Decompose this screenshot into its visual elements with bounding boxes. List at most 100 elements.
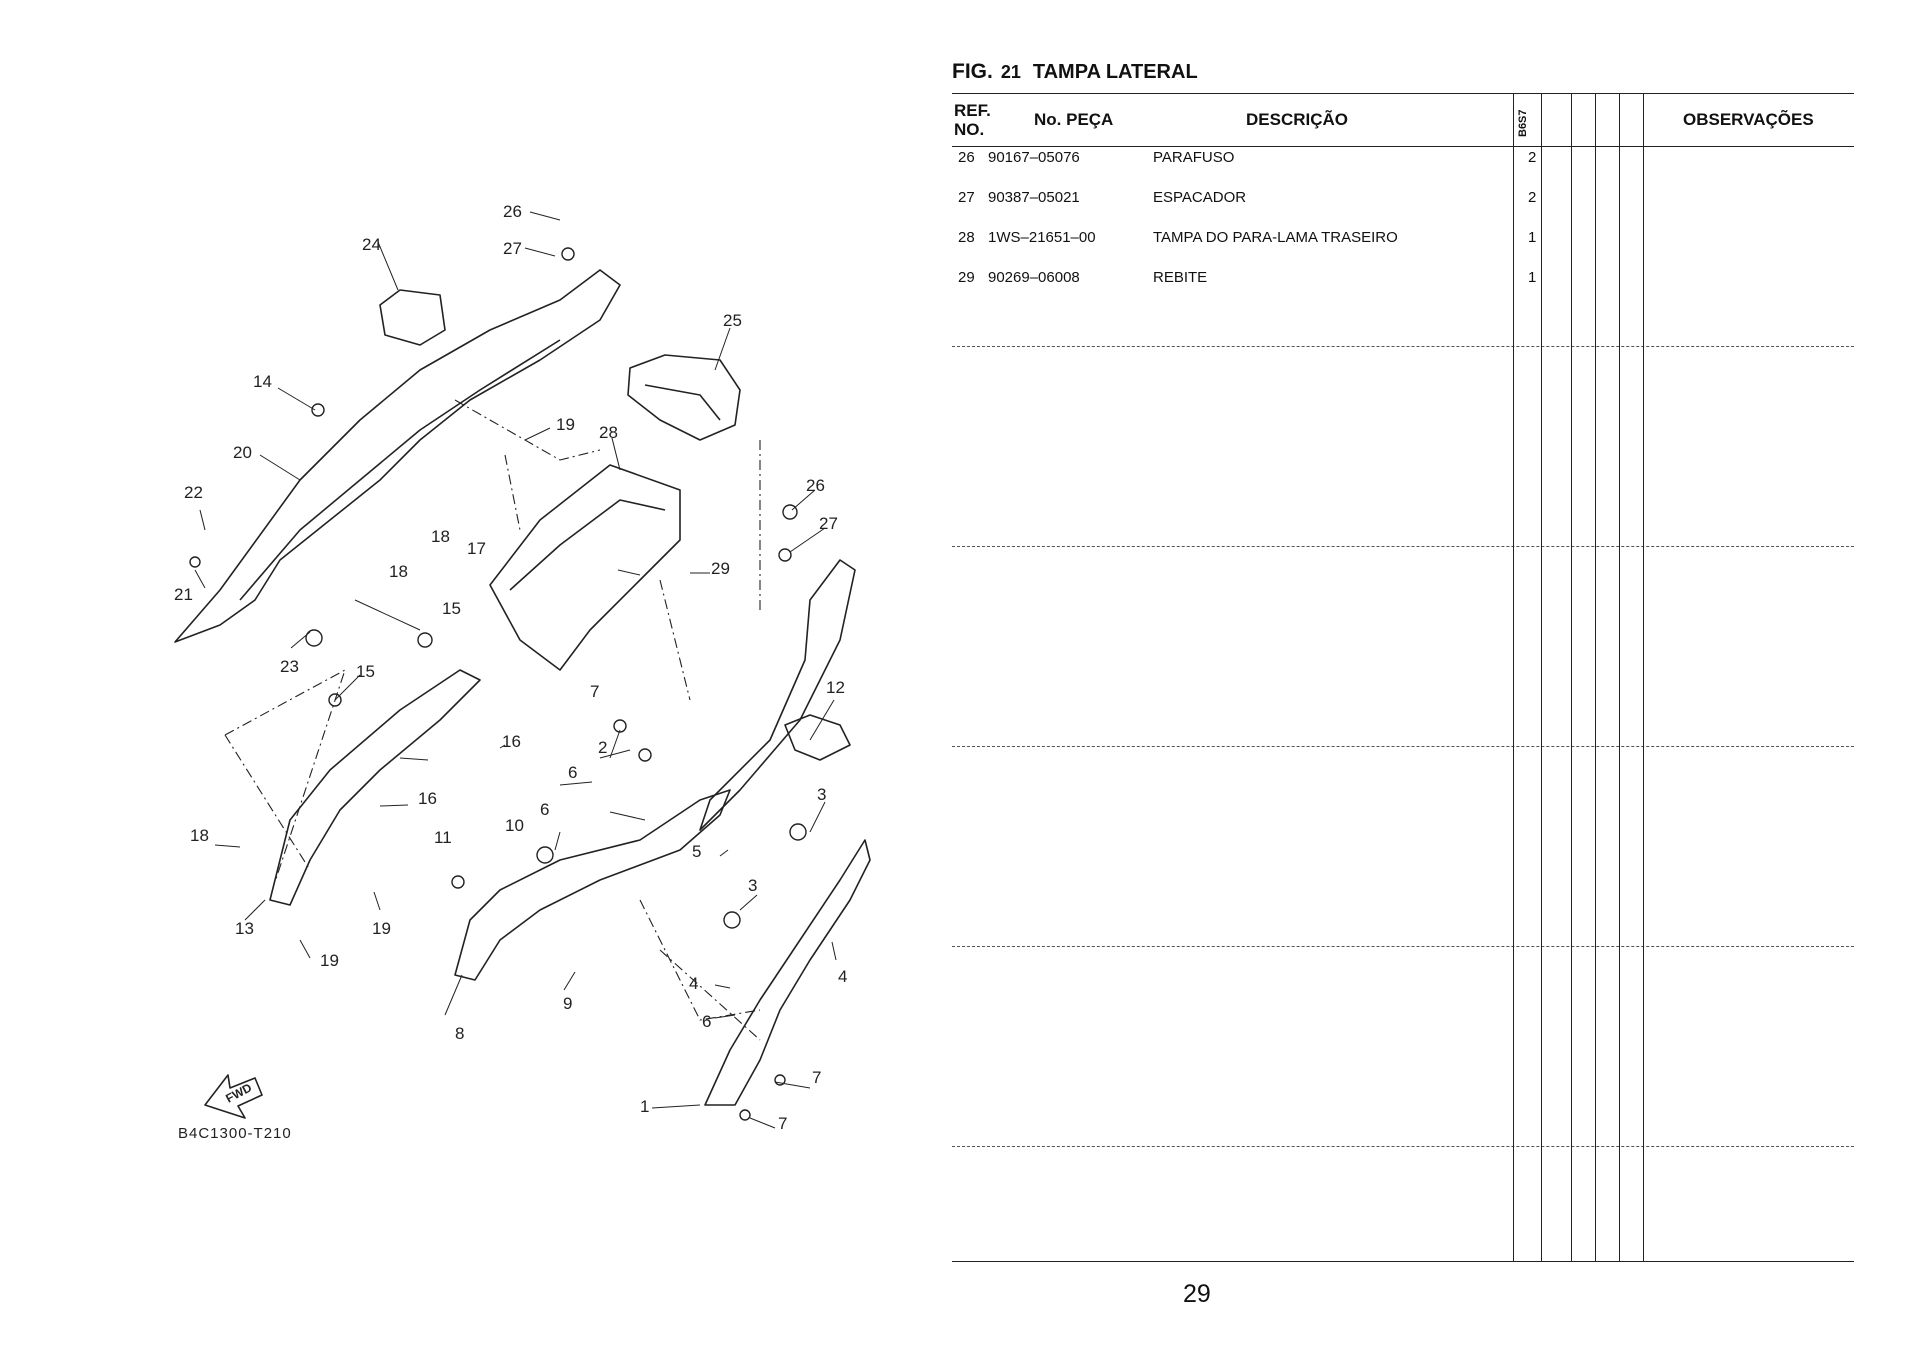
- callout-16b: 16: [418, 789, 437, 808]
- part-number: 1WS–21651–00: [988, 229, 1096, 246]
- part-description: TAMPA DO PARA-LAMA TRASEIRO: [1153, 229, 1398, 246]
- ref-number: 29: [958, 269, 975, 286]
- callout-29: 29: [711, 559, 730, 578]
- part-8-outline: [454, 789, 731, 981]
- parts-table: REF. NO. No. PEÇA DESCRIÇÃO B6S7 OBSERVA…: [952, 93, 1854, 1263]
- callout-19b: 19: [372, 919, 391, 938]
- callout-18b: 18: [389, 562, 408, 581]
- part-description: REBITE: [1153, 269, 1208, 286]
- callout-5: 5: [692, 842, 702, 861]
- callout-1: 1: [640, 1097, 650, 1116]
- callout-6: 6: [568, 763, 578, 782]
- callout-27b: 27: [819, 514, 838, 533]
- callout-16: 16: [502, 732, 521, 751]
- table-row: 29 90269–06008 REBITE 1: [952, 269, 1854, 291]
- col-divider: [1619, 93, 1620, 1261]
- callout-21: 21: [174, 585, 193, 604]
- fwd-arrow-icon: [204, 1074, 263, 1119]
- part-description: PARAFUSO: [1153, 149, 1235, 166]
- quantity: 1: [1528, 229, 1537, 246]
- header-model-code: B6S7: [1517, 109, 1529, 137]
- part-number: 90167–05076: [988, 149, 1080, 166]
- table-header-rule: [952, 146, 1854, 147]
- callout-20: 20: [233, 443, 252, 462]
- quantity: 2: [1528, 189, 1537, 206]
- figure-name: TAMPA LATERAL: [1032, 61, 1198, 83]
- header-ref-no: REF. NO.: [954, 101, 991, 139]
- table-dashed-rule: [952, 946, 1854, 947]
- callout-18: 18: [431, 527, 450, 546]
- col-divider: [1643, 93, 1644, 1261]
- figure-number: 21: [1000, 62, 1021, 82]
- ref-number: 28: [958, 229, 975, 246]
- part-number: 90269–06008: [988, 269, 1080, 286]
- header-observations: OBSERVAÇÕES: [1683, 110, 1814, 129]
- part-13-outline: [269, 669, 481, 906]
- parts-diagram: 26 27 24 25 14 19 28 20 22 26 27 18 17 2…: [0, 0, 940, 1358]
- col-divider: [1595, 93, 1596, 1261]
- table-row: 27 90387–05021 ESPACADOR 2: [952, 189, 1854, 211]
- callout-26b: 26: [806, 476, 825, 495]
- part-25-outline: [627, 354, 741, 441]
- callout-7c: 7: [778, 1114, 788, 1133]
- callout-25: 25: [723, 311, 742, 330]
- part-28-outline: [489, 464, 681, 671]
- callout-26: 26: [503, 202, 522, 221]
- diagram-code: B4C1300-T210: [178, 1125, 292, 1142]
- ref-number: 26: [958, 149, 975, 166]
- part-number: 90387–05021: [988, 189, 1080, 206]
- table-bottom-rule: [952, 1261, 1854, 1262]
- part-1-upper-outline: [699, 559, 856, 831]
- col-divider: [1513, 93, 1514, 1261]
- col-divider: [1571, 93, 1572, 1261]
- callout-18c: 18: [190, 826, 209, 845]
- callout-10: 10: [505, 816, 524, 835]
- table-dashed-rule: [952, 346, 1854, 347]
- part-20-outline: [174, 269, 621, 643]
- callout-7: 7: [590, 682, 600, 701]
- callout-6c: 6: [702, 1012, 712, 1031]
- callout-27: 27: [503, 239, 522, 258]
- callout-17: 17: [467, 539, 486, 558]
- callout-8: 8: [455, 1024, 465, 1043]
- callout-15b: 15: [356, 662, 375, 681]
- part-1-lower-outline: [704, 839, 871, 1106]
- callout-9: 9: [563, 994, 573, 1013]
- callout-4: 4: [838, 967, 848, 986]
- callout-2: 2: [598, 738, 608, 757]
- header-part-no: No. PEÇA: [1034, 110, 1114, 129]
- callout-15: 15: [442, 599, 461, 618]
- table-top-rule: [952, 93, 1854, 94]
- callout-23: 23: [280, 657, 299, 676]
- table-dashed-rule: [952, 1146, 1854, 1147]
- callout-7b: 7: [812, 1068, 822, 1087]
- callout-24: 24: [362, 235, 381, 254]
- table-row: 26 90167–05076 PARAFUSO 2: [952, 149, 1854, 171]
- callout-11: 11: [434, 828, 452, 847]
- figure-title: FIG. 21 TAMPA LATERAL: [952, 60, 1198, 84]
- callout-12: 12: [826, 678, 845, 697]
- callout-leaders: [194, 211, 837, 1129]
- quantity: 1: [1528, 269, 1537, 286]
- part-description: ESPACADOR: [1153, 189, 1247, 206]
- header-description: DESCRIÇÃO: [1246, 110, 1349, 129]
- callout-14: 14: [253, 372, 272, 391]
- col-divider: [1541, 93, 1542, 1261]
- callout-13: 13: [235, 919, 254, 938]
- callout-3b: 3: [748, 876, 758, 895]
- exploded-view-drawing: [174, 211, 871, 1129]
- callout-4b: 4: [689, 974, 699, 993]
- table-row: 28 1WS–21651–00 TAMPA DO PARA-LAMA TRASE…: [952, 229, 1854, 251]
- callout-6b: 6: [540, 800, 550, 819]
- quantity: 2: [1528, 149, 1537, 166]
- page-number: 29: [1183, 1280, 1211, 1308]
- table-dashed-rule: [952, 546, 1854, 547]
- part-12-outline: [784, 714, 851, 761]
- callout-19c: 19: [320, 951, 339, 970]
- figure-label: FIG.: [952, 60, 993, 83]
- callout-22: 22: [184, 483, 203, 502]
- callout-3: 3: [817, 785, 827, 804]
- callout-28: 28: [599, 423, 618, 442]
- part-24-outline: [379, 289, 446, 346]
- table-dashed-rule: [952, 746, 1854, 747]
